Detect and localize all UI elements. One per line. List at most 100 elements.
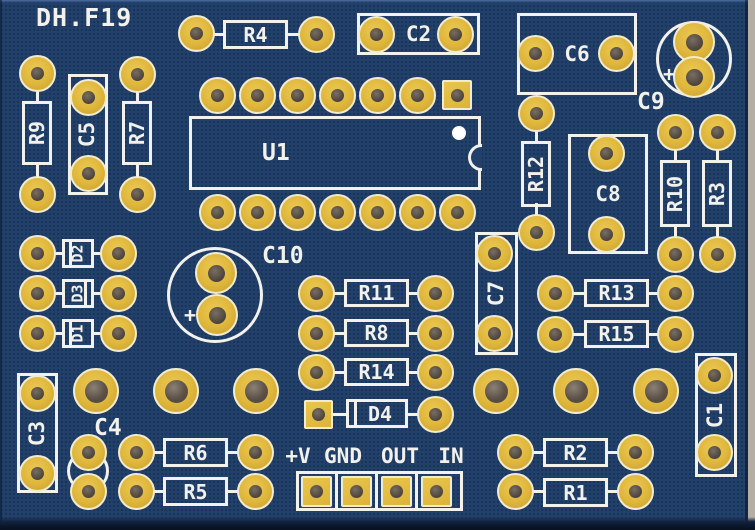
through-hole-pad <box>358 193 396 231</box>
through-hole-pad <box>616 433 654 471</box>
through-hole-pad <box>358 76 396 114</box>
through-hole-pad <box>516 34 554 72</box>
through-hole-pad <box>616 472 654 510</box>
c10-label: C10 <box>262 243 304 269</box>
square-pad <box>380 475 412 507</box>
through-hole-pad <box>297 314 335 352</box>
board-edge-shadow <box>745 0 748 530</box>
through-hole-pad <box>18 54 56 92</box>
connector-label-plus-v: +V <box>285 444 311 468</box>
through-hole-pad <box>297 15 335 53</box>
square-pad <box>420 475 452 507</box>
d2-body: D2 <box>62 239 94 268</box>
through-hole-pad <box>698 113 736 151</box>
through-hole-pad <box>177 14 215 52</box>
r10-label: R10 <box>663 175 687 212</box>
r7-label: R7 <box>125 120 149 146</box>
r14-body: R14 <box>344 358 409 386</box>
c10-polarity-mark: + <box>183 303 197 327</box>
r15-label: R15 <box>598 322 635 346</box>
silkscreen-lead <box>318 412 348 416</box>
through-hole-pad <box>587 134 625 172</box>
c9-polarity-mark: + <box>662 62 676 86</box>
connector-divider <box>335 471 338 511</box>
through-hole-pad <box>238 76 276 114</box>
c4-label: C4 <box>94 415 122 441</box>
d3-label: D3 <box>68 284 87 303</box>
c9-label: C9 <box>637 89 665 115</box>
through-hole-pad <box>656 113 694 151</box>
through-hole-pad <box>69 472 107 510</box>
through-hole-pad <box>496 472 534 510</box>
mounting-pad <box>633 368 679 414</box>
through-hole-pad <box>416 395 454 433</box>
connector-outline <box>296 471 463 511</box>
through-hole-pad <box>99 314 137 352</box>
d3-cathode-band <box>84 282 87 305</box>
r5-label: R5 <box>183 479 208 504</box>
through-hole-pad <box>198 193 236 231</box>
through-hole-pad <box>297 274 335 312</box>
d2-cathode-band <box>69 242 72 265</box>
through-hole-pad <box>236 472 274 510</box>
c3-label: C3 <box>24 420 49 446</box>
through-hole-pad <box>18 234 56 272</box>
through-hole-pad <box>475 314 513 352</box>
mounting-pad <box>153 368 199 414</box>
through-hole-pad <box>416 314 454 352</box>
capacitor-pad <box>196 294 238 336</box>
mounting-pad <box>553 368 599 414</box>
square-pad <box>340 475 372 507</box>
through-hole-pad <box>695 433 733 471</box>
through-hole-pad <box>69 78 107 116</box>
r9-label: R9 <box>25 120 49 146</box>
connector-divider <box>415 471 418 511</box>
through-hole-pad <box>117 472 155 510</box>
through-hole-pad <box>69 154 107 192</box>
through-hole-pad <box>69 433 107 471</box>
through-hole-pad <box>436 15 474 53</box>
through-hole-pad <box>475 234 513 272</box>
u1-outline <box>189 116 481 190</box>
through-hole-pad <box>117 433 155 471</box>
r5-body: R5 <box>163 477 228 506</box>
through-hole-pad <box>238 193 276 231</box>
r9-body: R9 <box>22 101 52 165</box>
u1-notch <box>468 144 482 171</box>
r2-label: R2 <box>563 440 588 465</box>
through-hole-pad <box>416 274 454 312</box>
r12-body: R12 <box>521 141 551 207</box>
c5-label: C5 <box>75 121 100 148</box>
c5-outline: C5 <box>68 74 108 195</box>
board-title: DH.F19 <box>36 3 133 32</box>
capacitor-pad <box>673 56 715 98</box>
through-hole-pad <box>318 193 356 231</box>
r7-body: R7 <box>122 101 152 165</box>
through-hole-pad <box>438 193 476 231</box>
through-hole-pad <box>357 15 395 53</box>
d4-label: D4 <box>367 401 393 426</box>
through-hole-pad <box>99 274 137 312</box>
r15-body: R15 <box>584 320 649 348</box>
d1-label: D1 <box>68 324 87 343</box>
through-hole-pad <box>517 213 555 251</box>
r11-body: R11 <box>344 279 409 307</box>
r8-label: R8 <box>364 321 389 345</box>
d3-body: D3 <box>62 279 94 308</box>
through-hole-pad <box>656 235 694 273</box>
through-hole-pad <box>517 94 555 132</box>
through-hole-pad <box>656 315 694 353</box>
through-hole-pad <box>236 433 274 471</box>
c7-label: C7 <box>483 280 508 307</box>
board-edge-bottom <box>0 517 755 530</box>
c6-label: C6 <box>564 41 590 66</box>
c8-label: C8 <box>595 181 621 206</box>
board-edge-left <box>0 0 2 530</box>
mounting-pad <box>473 368 519 414</box>
c1-label: C1 <box>703 402 728 428</box>
through-hole-pad <box>698 235 736 273</box>
square-pad <box>442 80 472 110</box>
connector-label-gnd: GND <box>324 444 362 468</box>
r3-body: R3 <box>702 160 732 227</box>
